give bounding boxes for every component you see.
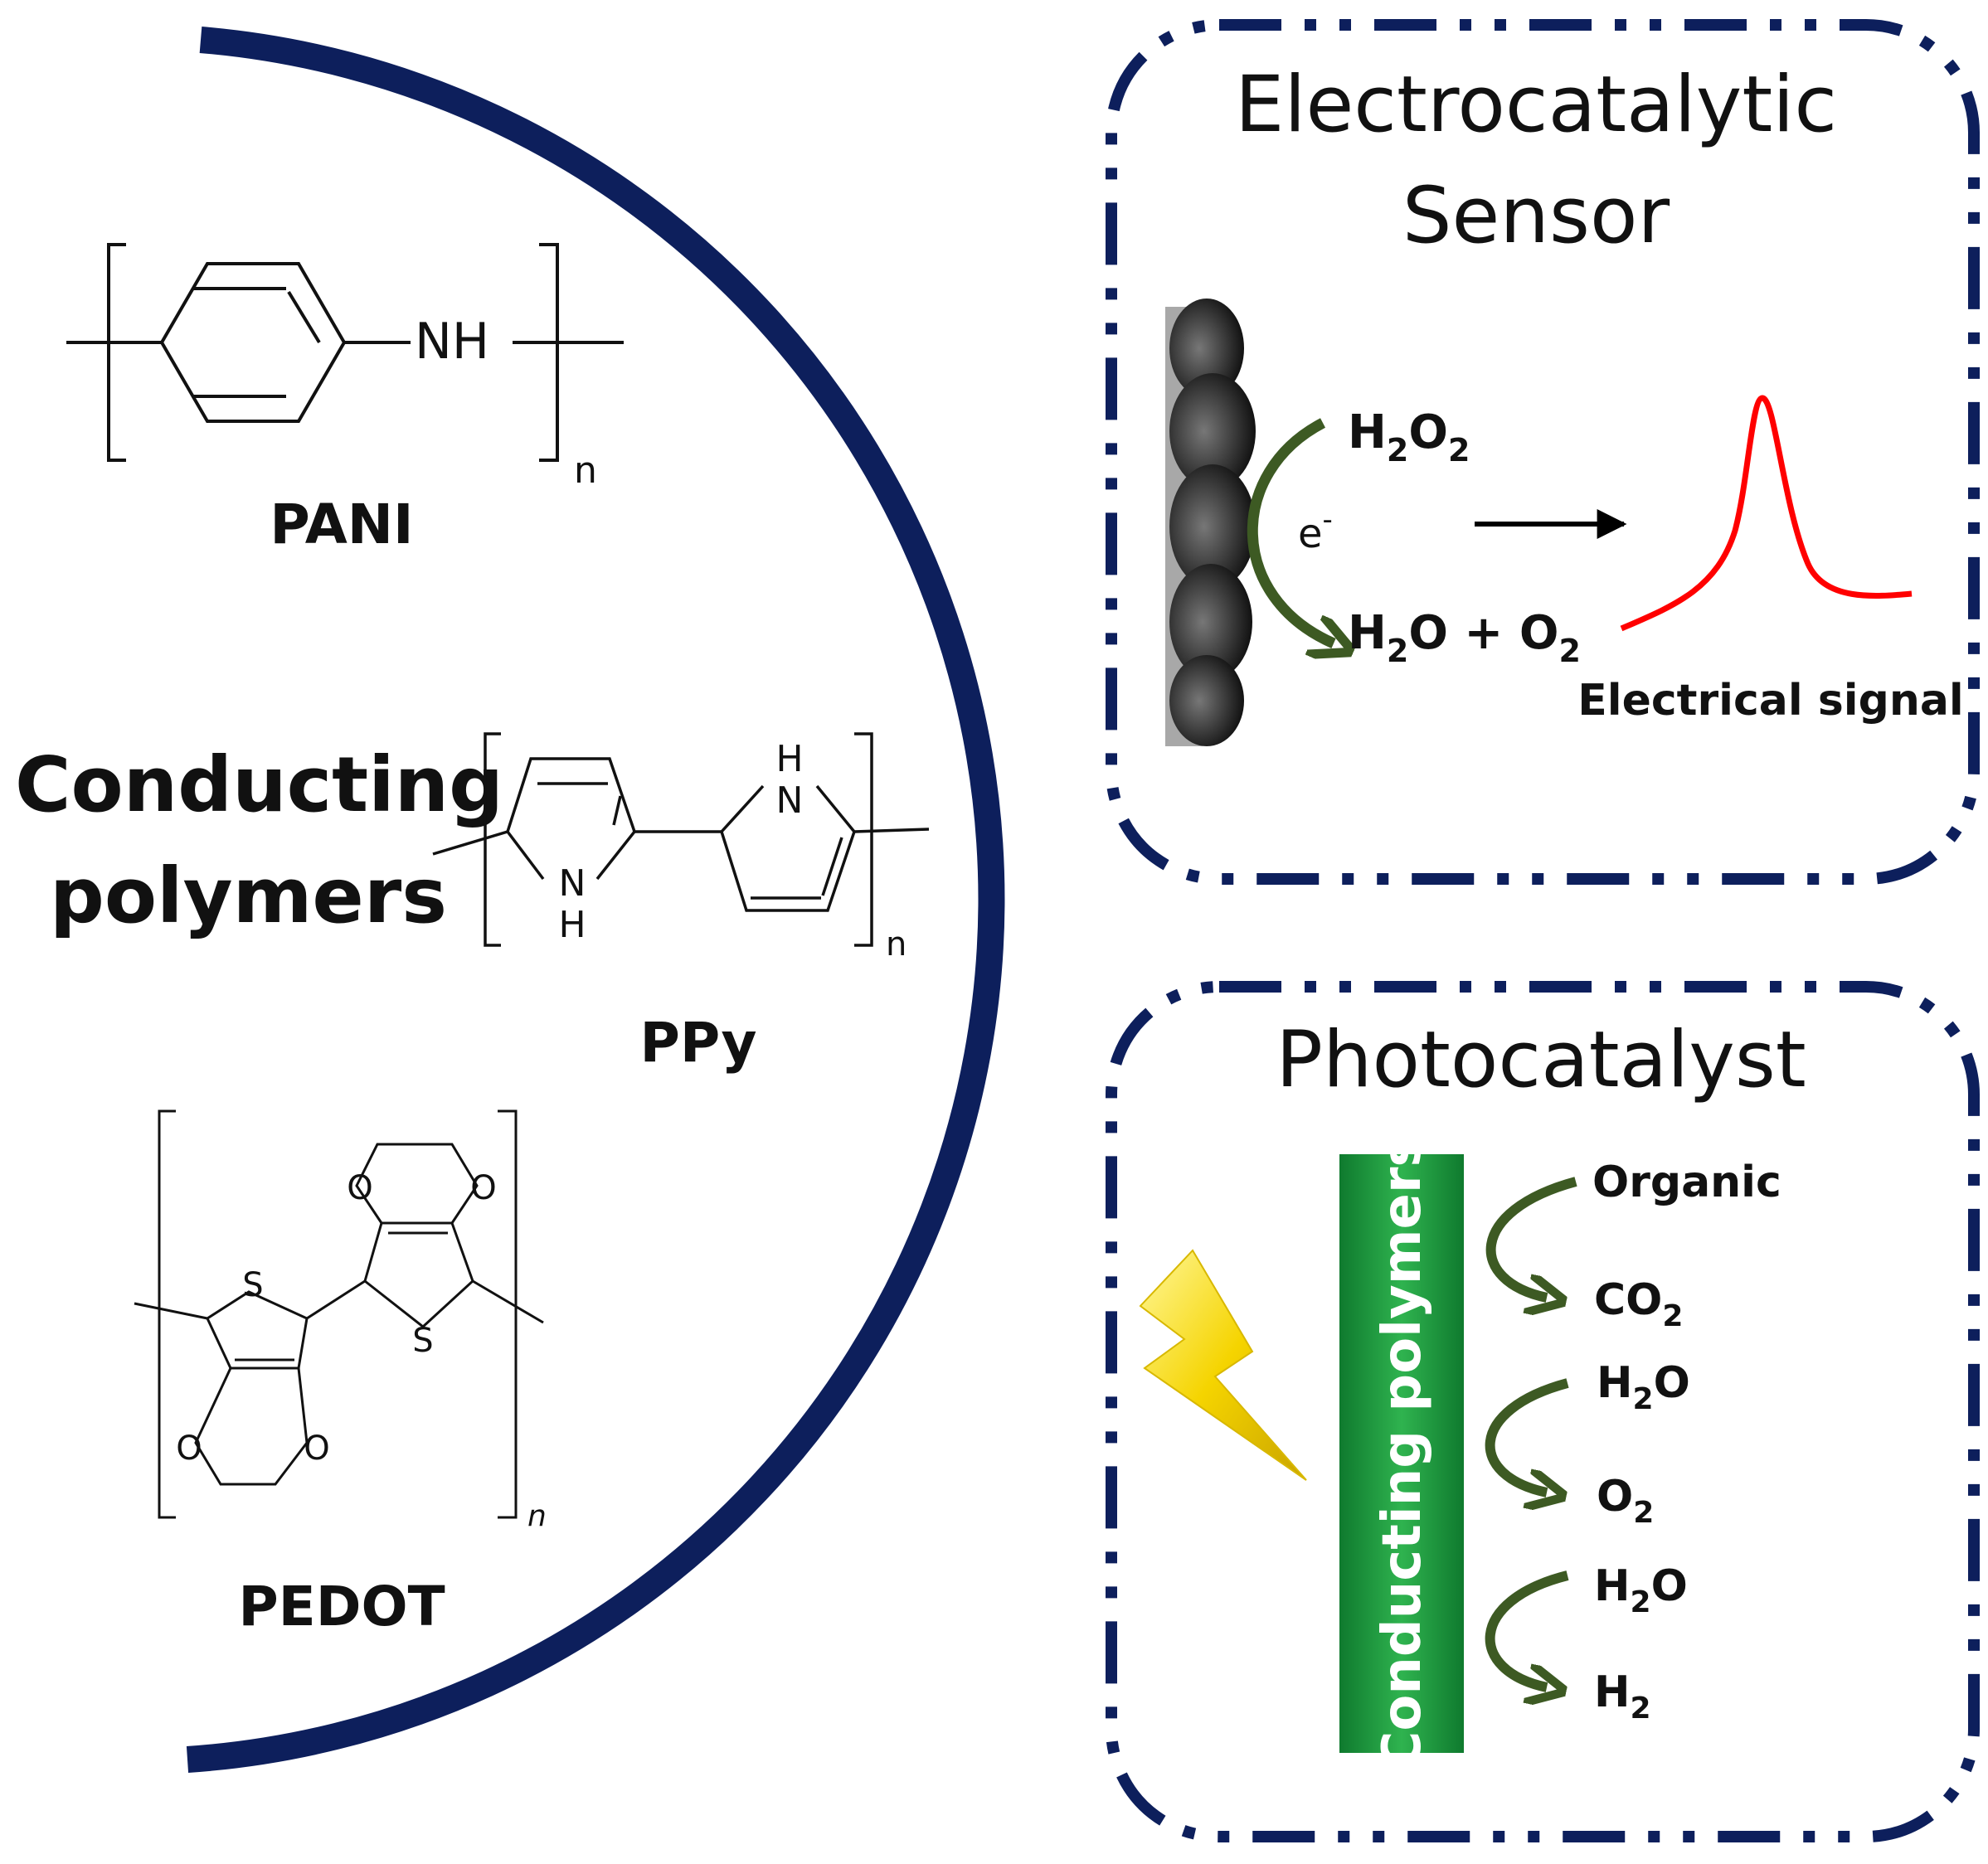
pedot-atom-s1: S: [242, 1266, 263, 1304]
ppy-atom-n1: N: [559, 862, 586, 905]
pani-structure: [66, 243, 624, 462]
main-label-line1: Conducting: [15, 740, 503, 829]
pedot-atom-s2: S: [412, 1322, 433, 1360]
semicircle-divider: [186, 27, 1005, 1773]
reaction2-from: H2O: [1597, 1358, 1690, 1416]
photo-title: Photocatalyst: [1276, 1015, 1806, 1105]
reaction2-to: O2: [1597, 1472, 1654, 1530]
ppy-structure: [432, 732, 930, 947]
sensor-reactant: H2O2: [1348, 405, 1470, 468]
electron-label: e-: [1298, 503, 1333, 557]
reaction1-from: Organic: [1592, 1158, 1781, 1207]
photo-arrow-3: [1485, 1570, 1568, 1687]
pani-nh-label: NH: [415, 313, 489, 371]
reaction1-to: CO2: [1594, 1275, 1683, 1333]
pani-subscript: n: [574, 449, 597, 492]
photo-arrow-1: [1485, 1177, 1577, 1298]
conducting-polymer-bar: [1339, 1154, 1464, 1753]
pedot-subscript: n: [527, 1499, 547, 1533]
photo-arrow-2: [1485, 1378, 1568, 1493]
ppy-subscript: n: [886, 925, 907, 964]
electrode: [1165, 299, 1256, 746]
pani-name: PANI: [270, 493, 413, 556]
pedot-structure: [134, 1109, 544, 1519]
reaction3-to: H2: [1594, 1667, 1651, 1726]
pedot-atom-o1: O: [347, 1169, 372, 1207]
photo-panel-frame: [1106, 981, 1980, 1842]
sensor-title-line2: Sensor: [1402, 171, 1670, 261]
pedot-atom-o4: O: [304, 1430, 329, 1468]
bar-label: Conducting polymers: [1372, 1135, 1433, 1769]
ppy-atom-n2: N: [776, 779, 804, 822]
sensor-products: H2O + O2: [1348, 606, 1581, 669]
main-label-line2: polymers: [50, 852, 447, 940]
sensor-panel-frame: [1106, 19, 1980, 885]
sensor-title-line1: Electrocatalytic: [1235, 60, 1837, 150]
pedot-atom-o2: O: [470, 1169, 496, 1207]
sensor-reaction-arrow: [1247, 418, 1334, 643]
signal-label: Electrical signal: [1577, 676, 1964, 726]
ppy-name: PPy: [640, 1011, 757, 1075]
signal-peak-curve: [1620, 395, 1913, 632]
ppy-atom-h1: H: [558, 904, 586, 946]
ppy-atom-h2: H: [775, 738, 803, 780]
lightning-icon: [1139, 1249, 1307, 1481]
pedot-atom-o3: O: [176, 1430, 202, 1468]
pedot-name: PEDOT: [238, 1575, 445, 1638]
reaction3-from: H2O: [1594, 1561, 1688, 1619]
